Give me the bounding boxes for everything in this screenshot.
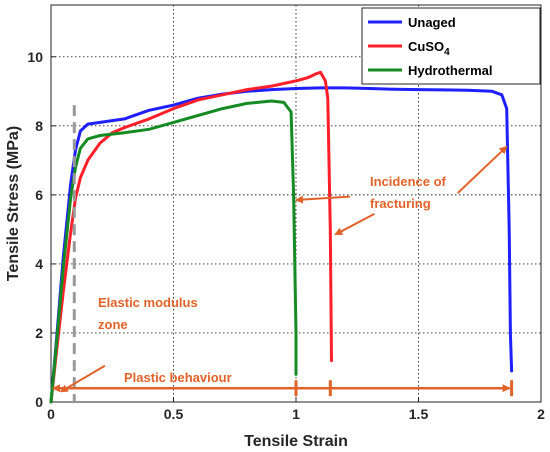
- y-tick-label-2: 4: [35, 256, 43, 272]
- legend-label-0: Unaged: [408, 15, 456, 30]
- x-tick-label-2: 1: [292, 406, 300, 422]
- series-line-0: [49, 86, 514, 404]
- legend-label-2: Hydrothermal: [408, 63, 493, 78]
- annotation-fracturing-line2: fracturing: [370, 196, 431, 211]
- x-tick-label-3: 1.5: [409, 406, 429, 422]
- x-tick-label-0: 0: [47, 406, 55, 422]
- fracturing-arrow-2: [334, 212, 375, 236]
- series-layer: [49, 70, 514, 404]
- axis-ticks: 0 0.5 1 1.5 2 0 2 4 6 8 10: [27, 49, 545, 422]
- legend-label-text-0: Unaged: [408, 15, 456, 30]
- x-tick-label-4: 2: [537, 406, 545, 422]
- x-axis-label: Tensile Strain: [244, 433, 348, 450]
- annotation-fracturing-line1: Incidence of: [370, 174, 447, 189]
- y-tick-label-5: 10: [27, 49, 43, 65]
- fracturing-arrow-1: [295, 195, 350, 204]
- legend-label-subscript-1: 4: [444, 47, 450, 58]
- annotation-elastic-modulus-line2: zone: [98, 317, 128, 332]
- y-tick-label-3: 6: [35, 187, 43, 203]
- legend-label-text-1: CuSO: [408, 39, 444, 54]
- y-tick-label-4: 8: [35, 118, 43, 134]
- legend-label-1: CuSO4: [408, 39, 450, 58]
- series-line-2: [49, 99, 298, 404]
- fracturing-arrow-3: [457, 145, 508, 194]
- annotation-plastic-behaviour: Plastic behaviour: [124, 370, 232, 385]
- y-tick-label-1: 2: [35, 325, 43, 341]
- annotation-layer: [52, 105, 514, 402]
- annotation-elastic-modulus-line1: Elastic modulus: [98, 295, 198, 310]
- legend-label-text-2: Hydrothermal: [408, 63, 493, 78]
- series-line-1: [49, 70, 333, 404]
- y-tick-label-0: 0: [35, 394, 43, 410]
- y-axis-label: Tensile Stress (MPa): [5, 126, 22, 281]
- x-tick-label-1: 0.5: [164, 406, 184, 422]
